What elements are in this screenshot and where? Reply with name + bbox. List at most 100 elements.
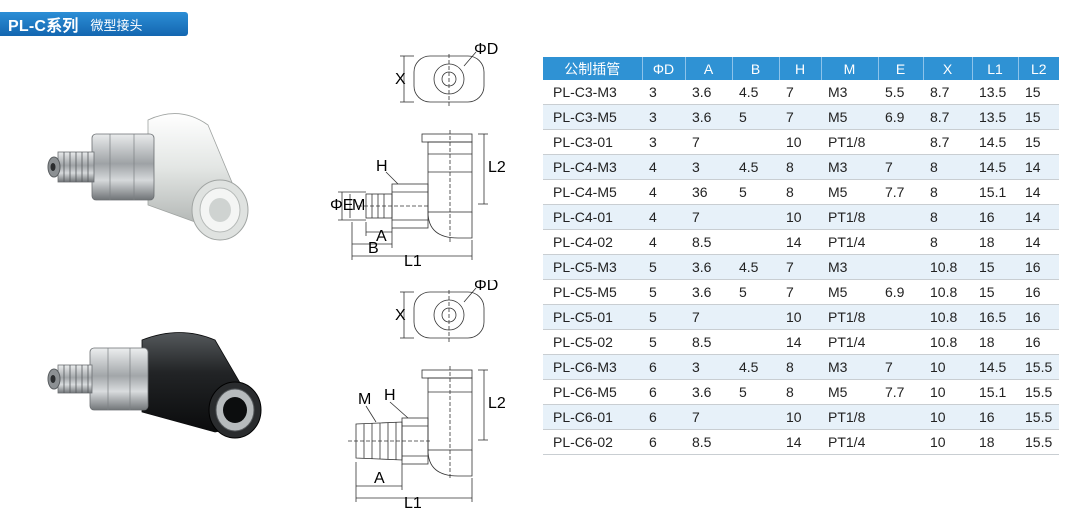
white-elbow-fitting-photo [47, 113, 249, 241]
table-cell: 7 [878, 354, 923, 380]
table-cell: PL-C4-01 [543, 204, 642, 230]
table-cell: PT1/4 [821, 429, 878, 455]
table-cell: 6.9 [878, 104, 923, 130]
table-cell: 7 [779, 104, 821, 130]
table-cell: M3 [821, 354, 878, 380]
table-cell: 15 [972, 254, 1018, 280]
table-cell: 4 [642, 179, 685, 205]
table-cell: 5.5 [878, 80, 923, 105]
table-cell: 16 [1018, 254, 1059, 280]
dimension-drawing-top: X ΦD H L2 ΦE M A B L1 [330, 42, 506, 270]
table-cell: 3.6 [685, 104, 732, 130]
table-cell: 7.7 [878, 379, 923, 405]
column-header: B [732, 57, 780, 80]
table-cell: 14.5 [972, 154, 1018, 180]
column-header: L2 [1018, 57, 1059, 80]
table-cell: 36 [685, 179, 732, 205]
table-cell: PL-C4-02 [543, 229, 642, 255]
table-cell: 4 [642, 154, 685, 180]
table-cell: PL-C5-02 [543, 329, 642, 355]
column-header: L1 [972, 57, 1019, 80]
label-l1: L1 [404, 253, 422, 270]
table-cell [732, 429, 779, 455]
table-cell: 8.5 [685, 329, 732, 355]
table-cell: 7 [685, 304, 732, 330]
table-cell: PL-C5-01 [543, 304, 642, 330]
table-cell: 10.8 [923, 254, 972, 280]
table-cell: 8.7 [923, 80, 972, 105]
black-elbow-fitting-photo [47, 332, 262, 439]
table-cell: 10 [779, 129, 821, 155]
table-cell: M3 [821, 254, 878, 280]
table-cell: 16 [972, 404, 1018, 430]
table-cell: 3.6 [685, 254, 732, 280]
table-cell: PL-C3-01 [543, 129, 642, 155]
column-header: ΦD [642, 57, 686, 80]
table-cell: 18 [972, 229, 1018, 255]
table-cell [878, 204, 923, 230]
table-cell: 4 [642, 229, 685, 255]
table-cell: 7 [685, 204, 732, 230]
table-cell: PL-C6-02 [543, 429, 642, 455]
table-cell: PL-C6-M3 [543, 354, 642, 380]
table-cell: 14 [779, 429, 821, 455]
table-cell: 8 [779, 379, 821, 405]
table-cell: 8 [923, 179, 972, 205]
table-cell: 10 [923, 354, 972, 380]
table-cell: 15.5 [1018, 379, 1059, 405]
table-cell: M5 [821, 104, 878, 130]
table-cell: PT1/8 [821, 129, 878, 155]
table-cell: 15 [1018, 80, 1059, 105]
table-cell: 6 [642, 429, 685, 455]
table-cell: 14 [1018, 179, 1059, 205]
column-header: E [878, 57, 924, 80]
table-cell: 5 [732, 279, 779, 305]
table-cell: 8.7 [923, 129, 972, 155]
table-cell: PL-C4-M3 [543, 154, 642, 180]
table-cell: 3 [642, 80, 685, 105]
table-cell: 10 [923, 429, 972, 455]
table-cell: PL-C6-M5 [543, 379, 642, 405]
label-b: B [368, 240, 379, 257]
label-h-2: H [384, 387, 396, 404]
table-cell: 3 [642, 129, 685, 155]
label-l1-2: L1 [404, 495, 422, 510]
table-cell: 7 [685, 404, 732, 430]
table-cell: 18 [972, 429, 1018, 455]
table-cell: PL-C3-M3 [543, 80, 642, 105]
table-cell: 3.6 [685, 80, 732, 105]
table-cell: PT1/4 [821, 329, 878, 355]
table-cell: PT1/8 [821, 404, 878, 430]
table-cell: 7 [779, 279, 821, 305]
table-cell: 15.1 [972, 379, 1018, 405]
table-cell [878, 229, 923, 255]
table-cell: 8.5 [685, 229, 732, 255]
table-cell: 7.7 [878, 179, 923, 205]
table-cell: 10 [923, 379, 972, 405]
dimension-drawing-bottom: X ΦD M H L2 A L1 [348, 280, 506, 510]
series-title-bar: PL-C系列 微型接头 [0, 12, 188, 36]
series-name: PL-C系列 [8, 18, 79, 35]
table-cell: PT1/4 [821, 229, 878, 255]
table-cell: 7 [878, 154, 923, 180]
table-cell: 10.8 [923, 329, 972, 355]
table-cell: 3 [685, 154, 732, 180]
table-cell: 14.5 [972, 354, 1018, 380]
column-header: X [923, 57, 973, 80]
table-cell [732, 404, 779, 430]
table-cell: 4.5 [732, 254, 779, 280]
label-x-2: X [395, 307, 406, 324]
table-cell: 15 [1018, 129, 1059, 155]
table-cell: 15.5 [1018, 429, 1059, 455]
table-cell: 5 [642, 279, 685, 305]
table-cell: PL-C5-M5 [543, 279, 642, 305]
table-cell: 8.5 [685, 429, 732, 455]
table-cell: 8 [779, 154, 821, 180]
